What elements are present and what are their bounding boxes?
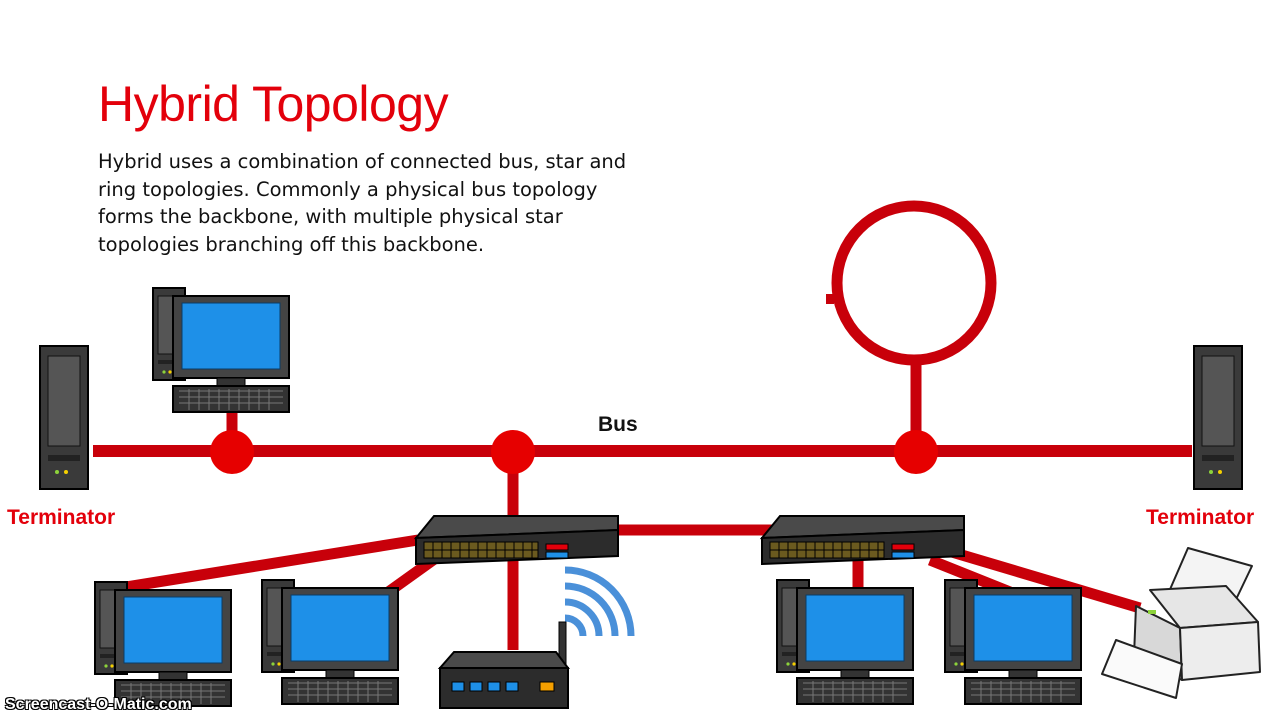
terminator-right-label: Terminator xyxy=(1146,506,1255,529)
desktop-computer-icon xyxy=(261,579,399,705)
wireless-router-icon xyxy=(437,621,570,709)
wifi-signal-icon xyxy=(564,566,635,637)
ring-icon xyxy=(831,200,997,366)
desktop-computer-icon xyxy=(94,581,232,707)
network-switch-icon xyxy=(761,515,965,565)
slide-description: Hybrid uses a combination of connected b… xyxy=(98,150,627,256)
desktop-computer-icon xyxy=(152,287,290,413)
bus-node-icon xyxy=(491,430,535,474)
bus-node-icon xyxy=(894,430,938,474)
screencast-watermark: Screencast-O-Matic.com xyxy=(5,696,192,713)
bus-label: Bus xyxy=(598,413,638,436)
slide-title: Hybrid Topology xyxy=(98,76,449,132)
printer-icon xyxy=(1101,547,1261,699)
desktop-computer-icon xyxy=(944,579,1082,705)
terminator-right-tower-pc-icon xyxy=(1193,345,1243,490)
terminator-left-label: Terminator xyxy=(7,506,116,529)
ring-connector xyxy=(826,294,834,304)
network-switch-icon xyxy=(415,515,619,565)
terminator-left-tower-pc-icon xyxy=(39,345,89,490)
bus-node-icon xyxy=(210,430,254,474)
desktop-computer-icon xyxy=(776,579,914,705)
